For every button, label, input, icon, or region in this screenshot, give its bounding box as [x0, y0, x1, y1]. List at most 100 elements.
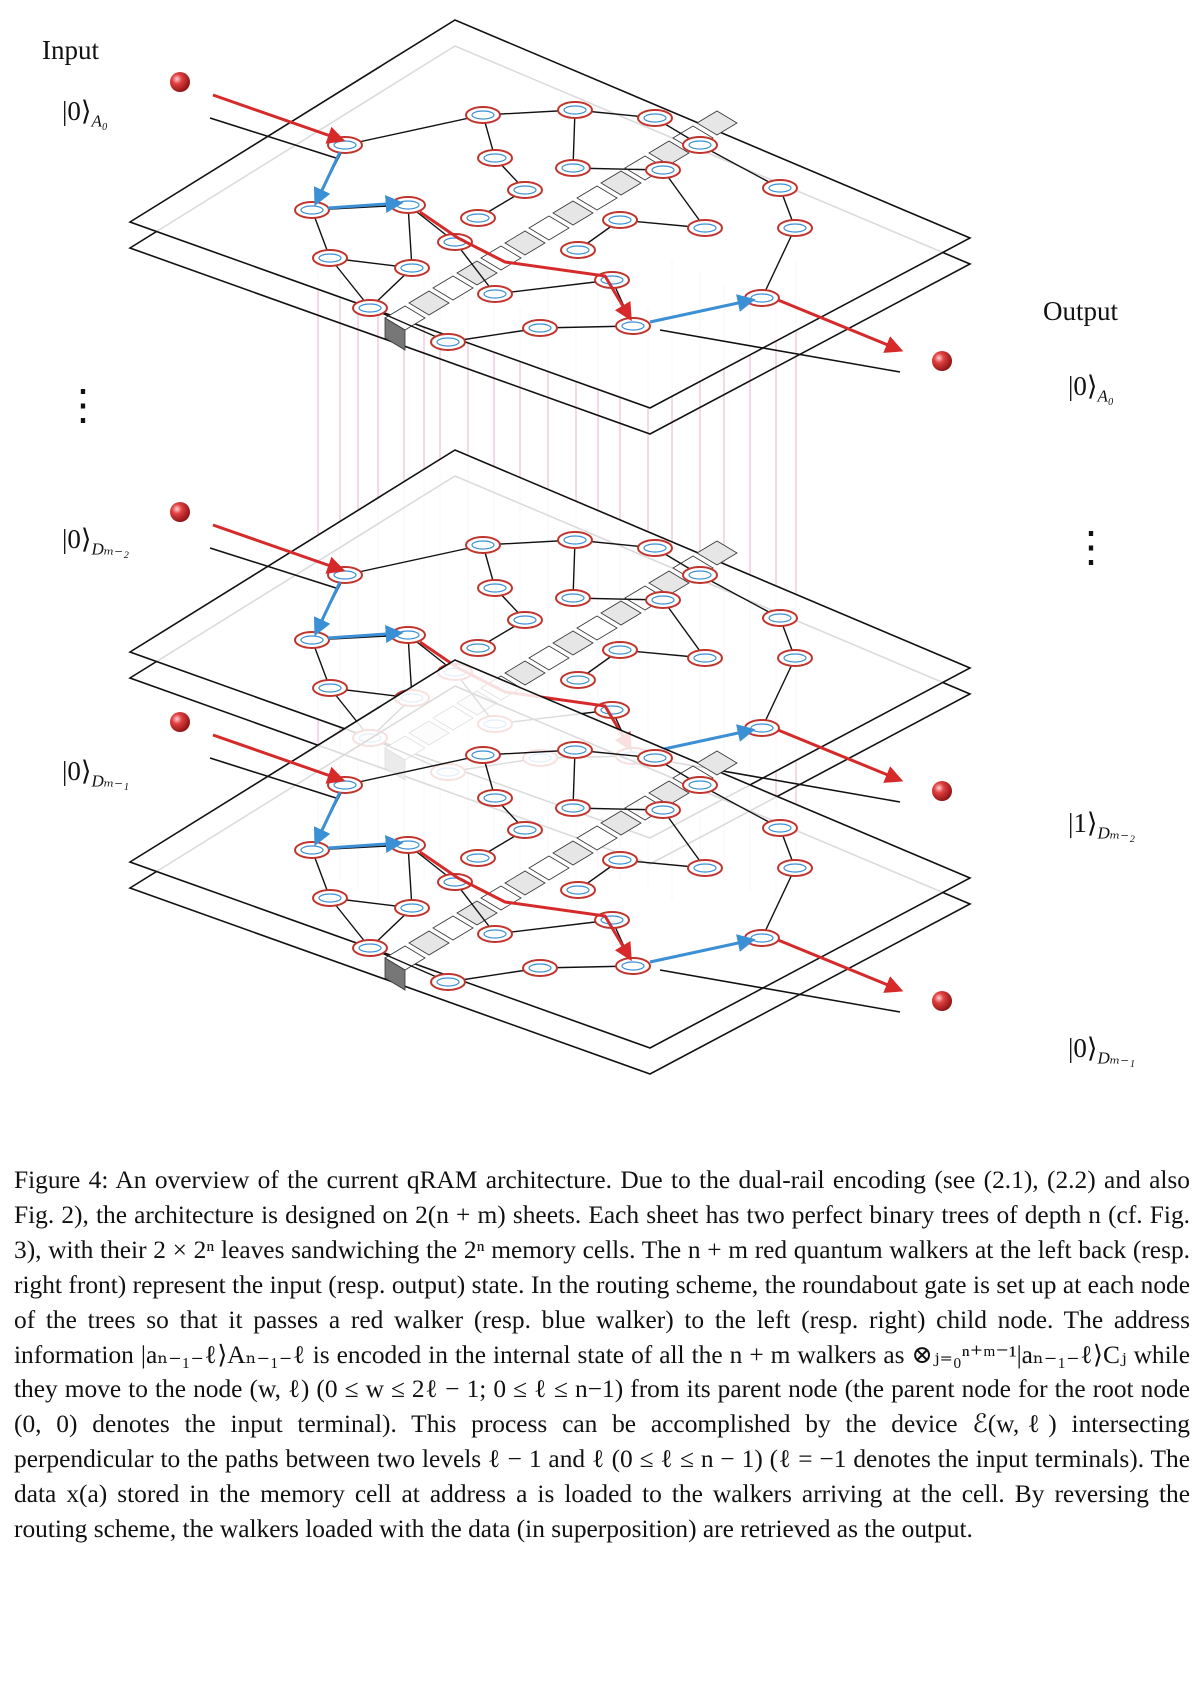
- roundabout-inner: [621, 961, 645, 971]
- tree-edge: [761, 227, 796, 299]
- route-blue: [649, 294, 756, 324]
- roundabout-inner: [561, 593, 585, 603]
- roundabout-node: [560, 671, 596, 689]
- roundabout-inner: [783, 653, 807, 663]
- memory-cell: [408, 930, 450, 956]
- sheet-front: [128, 659, 972, 1049]
- qram-figure: Input Output |0⟩A₀ |0⟩Dₘ₋₂ |0⟩Dₘ₋₁ |0⟩A₀…: [42, 19, 1136, 1075]
- roundabout-node: [460, 849, 496, 867]
- roundabout-node: [465, 746, 501, 764]
- roundabout-inner: [561, 803, 585, 813]
- roundabout-inner: [688, 780, 712, 790]
- output-sub-A0: A₀: [1097, 386, 1114, 406]
- input-sub-Dm2: Dₘ₋₂: [91, 539, 130, 559]
- roundabout-node: [645, 801, 681, 819]
- roundabout-node: [507, 181, 543, 199]
- roundabout-inner: [471, 750, 495, 760]
- memory-cell: [552, 200, 594, 226]
- roundabout-inner: [466, 643, 490, 653]
- qram-architecture-diagram: [128, 19, 972, 1075]
- roundabout-node: [477, 149, 513, 167]
- figure-caption: Figure 4: An overview of the current qRA…: [14, 1163, 1190, 1547]
- memory-cell: [504, 230, 546, 256]
- roundabout-inner: [528, 963, 552, 973]
- roundabout-inner: [513, 185, 537, 195]
- caption-text: An overview of the current qRAM architec…: [14, 1166, 1190, 1544]
- output-label-A0: |0⟩A₀: [1068, 371, 1114, 406]
- roundabout-inner: [483, 289, 507, 299]
- roundabout-inner: [566, 245, 590, 255]
- memory-cell: [696, 540, 738, 566]
- memory-cell: [648, 570, 690, 596]
- roundabout-node: [560, 241, 596, 259]
- roundabout-inner: [471, 110, 495, 120]
- roundabout-node: [615, 317, 651, 335]
- roundabout-node: [555, 799, 591, 817]
- input-ket-Dm1: |0⟩: [62, 756, 92, 786]
- tree-edge: [662, 809, 706, 869]
- input-walker: [170, 72, 190, 92]
- memory-cell: [576, 615, 618, 641]
- roundabout-node: [390, 626, 426, 644]
- memory-cell: [696, 750, 738, 776]
- tree-edge: [572, 539, 576, 599]
- vertical-dots-left: ⋮: [62, 383, 104, 429]
- memory-cell: [528, 215, 570, 241]
- output-ket-A0: |0⟩: [1068, 371, 1098, 401]
- roundabout-node: [465, 106, 501, 124]
- roundabout-node: [327, 566, 363, 584]
- roundabout-node: [602, 851, 638, 869]
- memory-cell: [576, 825, 618, 851]
- roundabout-inner: [643, 113, 667, 123]
- roundabout-inner: [466, 213, 490, 223]
- roundabout-inner: [483, 929, 507, 939]
- roundabout-inner: [768, 183, 792, 193]
- roundabout-inner: [600, 915, 624, 925]
- input-walker: [170, 502, 190, 522]
- roundabout-inner: [783, 863, 807, 873]
- input-label-Dm1: |0⟩Dₘ₋₁: [62, 756, 129, 791]
- roundabout-inner: [651, 805, 675, 815]
- roundabout-inner: [608, 645, 632, 655]
- output-ket-Dm1: |0⟩: [1068, 1033, 1098, 1063]
- sheet-front: [128, 19, 972, 409]
- roundabout-node: [602, 641, 638, 659]
- memory-cell: [600, 600, 642, 626]
- roundabout-node: [460, 209, 496, 227]
- tree-edge: [454, 881, 496, 935]
- route-blue: [327, 835, 404, 853]
- tree-edge: [344, 544, 484, 576]
- roundabout-node: [294, 201, 330, 219]
- memory-cell-side: [384, 957, 406, 991]
- input-wire-black: [209, 117, 337, 159]
- roundabout-node: [637, 749, 673, 767]
- roundabout-inner: [600, 275, 624, 285]
- output-wire-red: [777, 728, 904, 783]
- route-blue: [313, 791, 342, 847]
- roundabout-node: [645, 161, 681, 179]
- output-sub-Dm1: Dₘ₋₁: [1097, 1048, 1136, 1068]
- memory-cell: [600, 170, 642, 196]
- roundabout-node: [645, 591, 681, 609]
- output-wire-black: [659, 329, 901, 373]
- input-wire-red: [212, 733, 346, 784]
- route-red: [419, 850, 632, 962]
- route-blue: [327, 195, 404, 213]
- memory-cell-side: [384, 317, 406, 351]
- input-ket-Dm2: |0⟩: [62, 524, 92, 554]
- roundabout-inner: [318, 253, 342, 263]
- roundabout-node: [390, 836, 426, 854]
- roundabout-inner: [600, 705, 624, 715]
- roundabout-inner: [358, 303, 382, 313]
- tree-edge: [494, 279, 613, 295]
- roundabout-node: [777, 219, 813, 237]
- roundabout-node: [312, 889, 348, 907]
- roundabout-node: [477, 925, 513, 943]
- roundabout-inner: [400, 263, 424, 273]
- roundabout-inner: [608, 215, 632, 225]
- roundabout-inner: [608, 855, 632, 865]
- output-wire-red: [777, 298, 904, 353]
- sheet-layer-0: [128, 19, 972, 435]
- roundabout-inner: [513, 615, 537, 625]
- roundabout-node: [602, 211, 638, 229]
